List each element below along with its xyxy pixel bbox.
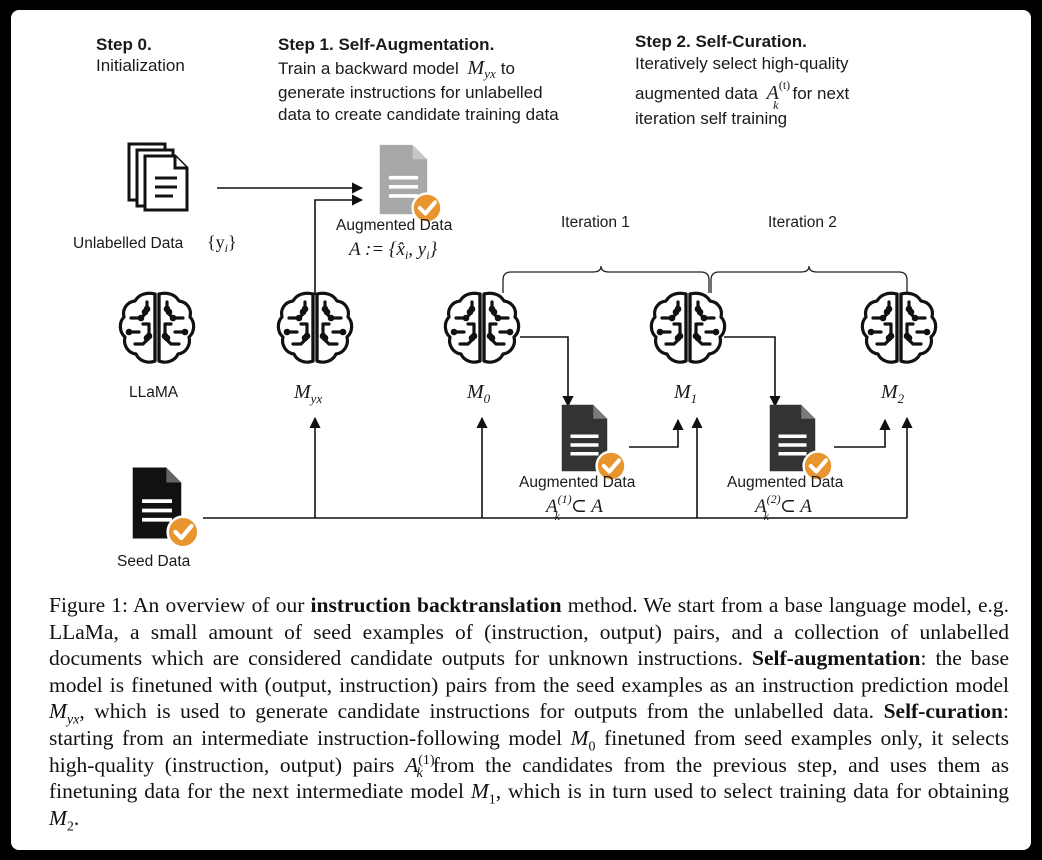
brain-circuit-icon [118, 291, 196, 364]
aug2-label: Augmented Data A(2)k⊂ A [727, 474, 844, 523]
myx-label: Myx [293, 381, 322, 406]
iteration2-label: Iteration 2 [768, 214, 837, 231]
step0-title: Step 0. [96, 35, 152, 54]
m0-label: M0 [466, 381, 491, 406]
unlabelled-data-label: Unlabelled Data {yi} [73, 232, 237, 255]
iteration1-brace [502, 265, 710, 293]
step0-header: Step 0. Initialization [96, 35, 185, 75]
brain-circuit-icon [443, 291, 521, 364]
iteration1-label: Iteration 1 [561, 214, 630, 231]
step2-title: Step 2. Self-Curation. [635, 32, 807, 51]
step1-line3: data to create candidate training data [278, 105, 559, 124]
svg-text:A := {x̂i, yi}: A := {x̂i, yi} [347, 239, 438, 262]
m2-label: M2 [880, 381, 905, 406]
arrow-aug1-to-m1 [629, 418, 684, 448]
step2-line2: augmented data A(t)kfor next [635, 78, 849, 112]
check-badge-icon [168, 517, 199, 548]
svg-text:Unlabelled Data: Unlabelled Data [73, 235, 184, 252]
caption-bold-self-curation: Self-curation [883, 699, 1004, 724]
caption-bold-self-augmentation: Self-augmentation [752, 646, 921, 671]
step2-line3: iteration self training [635, 109, 787, 128]
svg-text:{yi}: {yi} [207, 232, 237, 255]
svg-text:Augmented Data: Augmented Data [336, 217, 453, 234]
arrow-aug2-to-m2 [834, 418, 891, 448]
seed-data-label: Seed Data [117, 553, 191, 570]
arrow-m1-to-aug2 [724, 336, 781, 408]
aug1-label: Augmented Data A(1)k⊂ A [519, 474, 636, 523]
arrow-myx-to-augmented [314, 194, 364, 295]
step0-line: Initialization [96, 56, 185, 75]
step1-title: Step 1. Self-Augmentation. [278, 35, 494, 54]
llama-label: LLaMA [129, 384, 179, 401]
svg-text:A(2)k⊂ A: A(2)k⊂ A [753, 492, 812, 523]
svg-text:Augmented Data: Augmented Data [519, 474, 636, 491]
step1-line2: generate instructions for unlabelled [278, 83, 543, 102]
figure-caption: Figure 1: An overview of our instruction… [49, 593, 1010, 835]
augmented-data-top-label: Augmented Data A := {x̂i, yi} [336, 217, 453, 262]
diagram: Step 0. Initialization Step 1. Self-Augm… [73, 32, 938, 570]
arrow-m0-to-aug1 [520, 336, 574, 408]
svg-text:Augmented Data: Augmented Data [727, 474, 844, 491]
iteration2-brace [710, 265, 908, 293]
brain-circuit-icon [860, 291, 938, 364]
caption-bold-method: instruction backtranslation [310, 593, 562, 617]
brain-circuit-icon [649, 291, 727, 364]
documents-stack-icon [127, 142, 189, 212]
step2-line1: Iteratively select high-quality [635, 54, 849, 73]
figure-card: Step 0. Initialization Step 1. Self-Augm… [11, 10, 1031, 850]
step1-header: Step 1. Self-Augmentation. Train a backw… [278, 35, 559, 124]
step2-header: Step 2. Self-Curation. Iteratively selec… [635, 32, 849, 128]
brain-circuit-icon [276, 291, 354, 364]
svg-text:A(1)k⊂ A: A(1)k⊂ A [544, 492, 603, 523]
caption-figure-label: Figure 1: [49, 593, 129, 617]
m1-label: M1 [673, 381, 697, 406]
